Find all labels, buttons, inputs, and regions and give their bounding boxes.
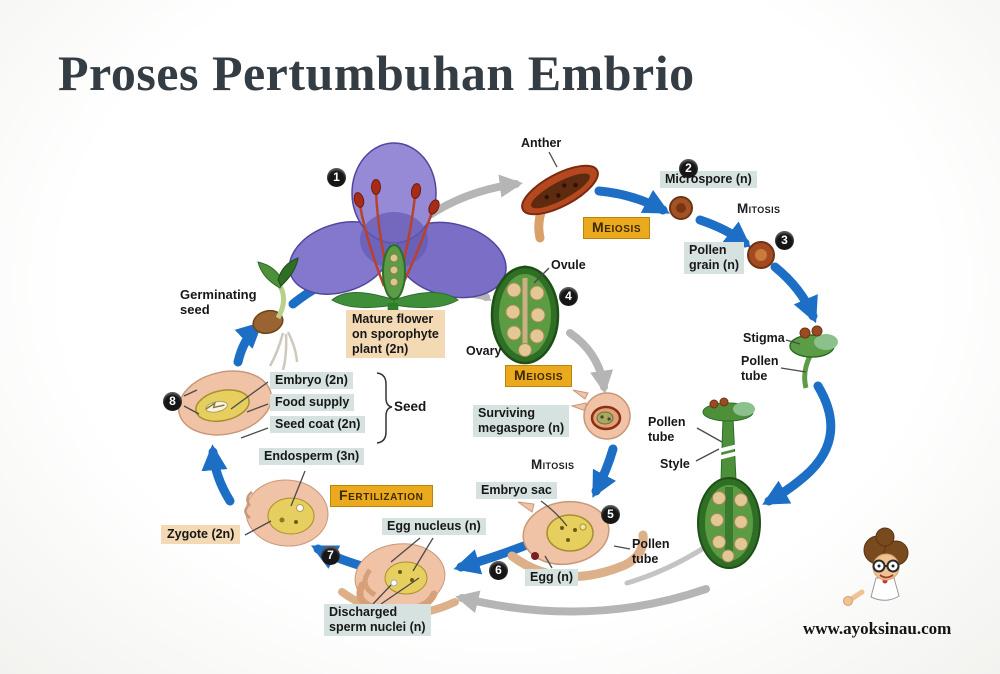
label-pollen-grain: Pollen grain (n) [684,242,744,274]
badge-step-8: 8 [163,392,182,411]
arrow-pollen-to-stigma [770,262,818,324]
label-egg: Egg (n) [525,569,579,586]
label-discharged-sperm-line2: sperm nuclei (n) [329,619,426,634]
ayoksinau-mascot [843,527,909,606]
surviving-megaspore-illustration [570,389,631,440]
ovary-illustration [490,265,560,365]
label-meiosis-top: Meiosis [583,217,651,239]
label-food-supply: Food supply [270,394,355,411]
germinating-seed-illustration [252,257,299,371]
badge-step-2: 2 [679,159,698,178]
label-ovary: Ovary [466,344,502,358]
label-seed-coat: Seed coat (2n) [270,416,366,433]
label-pollen-tube-stigma: Pollen tube [741,354,779,384]
label-anther: Anther [521,136,562,150]
label-surviving-megaspore-line1: Surviving [478,406,535,420]
label-pollen-tube-pistil: Pollen tube [648,415,686,445]
label-mature-flower: Mature flower on sporophyte plant (2n) [346,310,445,359]
blue-arrows [201,186,836,575]
label-mitosis-mid: Mitosis [531,457,575,472]
label-pollen-tube-sac-line2: tube [632,551,659,566]
label-pollen-grain-line1: Pollen [689,243,727,257]
label-endosperm: Endosperm (3n) [259,448,365,465]
label-microspore: Microspore (n) [660,171,757,188]
label-germinating-seed: Germinating seed [180,287,257,318]
site-watermark: www.ayoksinau.com [803,619,952,638]
label-germinating-seed-line2: seed [180,302,210,318]
label-ovule: Ovule [551,258,586,272]
label-germinating-seed-line1: Germinating [180,287,257,302]
arrow-embryosac-to-egg [453,541,529,575]
badge-step-4: 4 [559,287,578,306]
label-egg-nucleus: Egg nucleus (n) [382,518,486,535]
label-pollen-tube-stigma-line2: tube [741,368,768,383]
mature-flower-illustration [288,142,507,332]
label-pollen-tube-pistil-line1: Pollen [648,415,686,429]
leader-lines [183,151,807,605]
label-pollen-grain-line2: grain (n) [689,257,739,272]
page-title: Proses Pertumbuhan Embrio [58,45,695,101]
arrow-flower-to-anther [424,174,523,220]
arrow-microspore-to-pollen [695,215,752,248]
microspore-illustration [669,196,693,220]
label-fertilization: Fertilization [330,485,433,507]
arrow-stigma-to-ovary [762,381,836,506]
badge-step-5: 5 [601,505,620,524]
label-style: Style [660,457,690,471]
label-pollen-tube-sac: Pollen tube [632,537,670,567]
label-mature-flower-line2: on sporophyte [352,326,439,341]
label-discharged-sperm: Discharged sperm nuclei (n) [324,604,431,636]
label-pollen-tube-sac-line1: Pollen [632,537,670,551]
badge-step-6: 6 [489,561,508,580]
label-embryo: Embryo (2n) [270,372,353,389]
anther-illustration [521,164,599,243]
egg-nucleus-illustration [338,543,459,618]
label-pollen-tube-pistil-line2: tube [648,429,675,444]
pistil-illustration [697,397,761,569]
label-mature-flower-line1: Mature flower [352,312,434,326]
label-surviving-megaspore: Surviving megaspore (n) [473,405,570,437]
label-pollen-tube-stigma-line1: Pollen [741,354,779,368]
arrow-megaspore-to-embryosac [591,444,618,498]
badge-step-3: 3 [775,231,794,250]
label-seed: Seed [394,399,427,414]
pollen-grain-illustration [747,241,775,269]
seed-bracket [376,372,393,444]
label-mitosis-top: Mitosis [737,201,781,216]
embryo-sac-illustration [507,500,648,582]
arrow-ovary-to-megaspore [566,329,614,394]
arrow-seed-to-germinating [233,321,263,367]
label-stigma: Stigma [743,331,785,345]
badge-step-1: 1 [327,168,346,187]
label-zygote: Zygote (2n) [161,525,241,544]
label-discharged-sperm-line1: Discharged [329,605,398,619]
zygote-endosperm-illustration [244,479,329,547]
label-mature-flower-line3: plant (2n) [352,341,409,356]
arrow-pistil-to-egg [455,585,710,616]
arrow-anther-to-microspore [594,186,670,215]
label-meiosis-mid: Meiosis [505,365,573,387]
badge-step-7: 7 [321,546,340,565]
stigma-illustration [789,325,838,389]
label-surviving-megaspore-line2: megaspore (n) [478,420,565,435]
label-embryo-sac: Embryo sac [476,482,557,499]
arrow-endosperm-to-seed [201,444,235,506]
